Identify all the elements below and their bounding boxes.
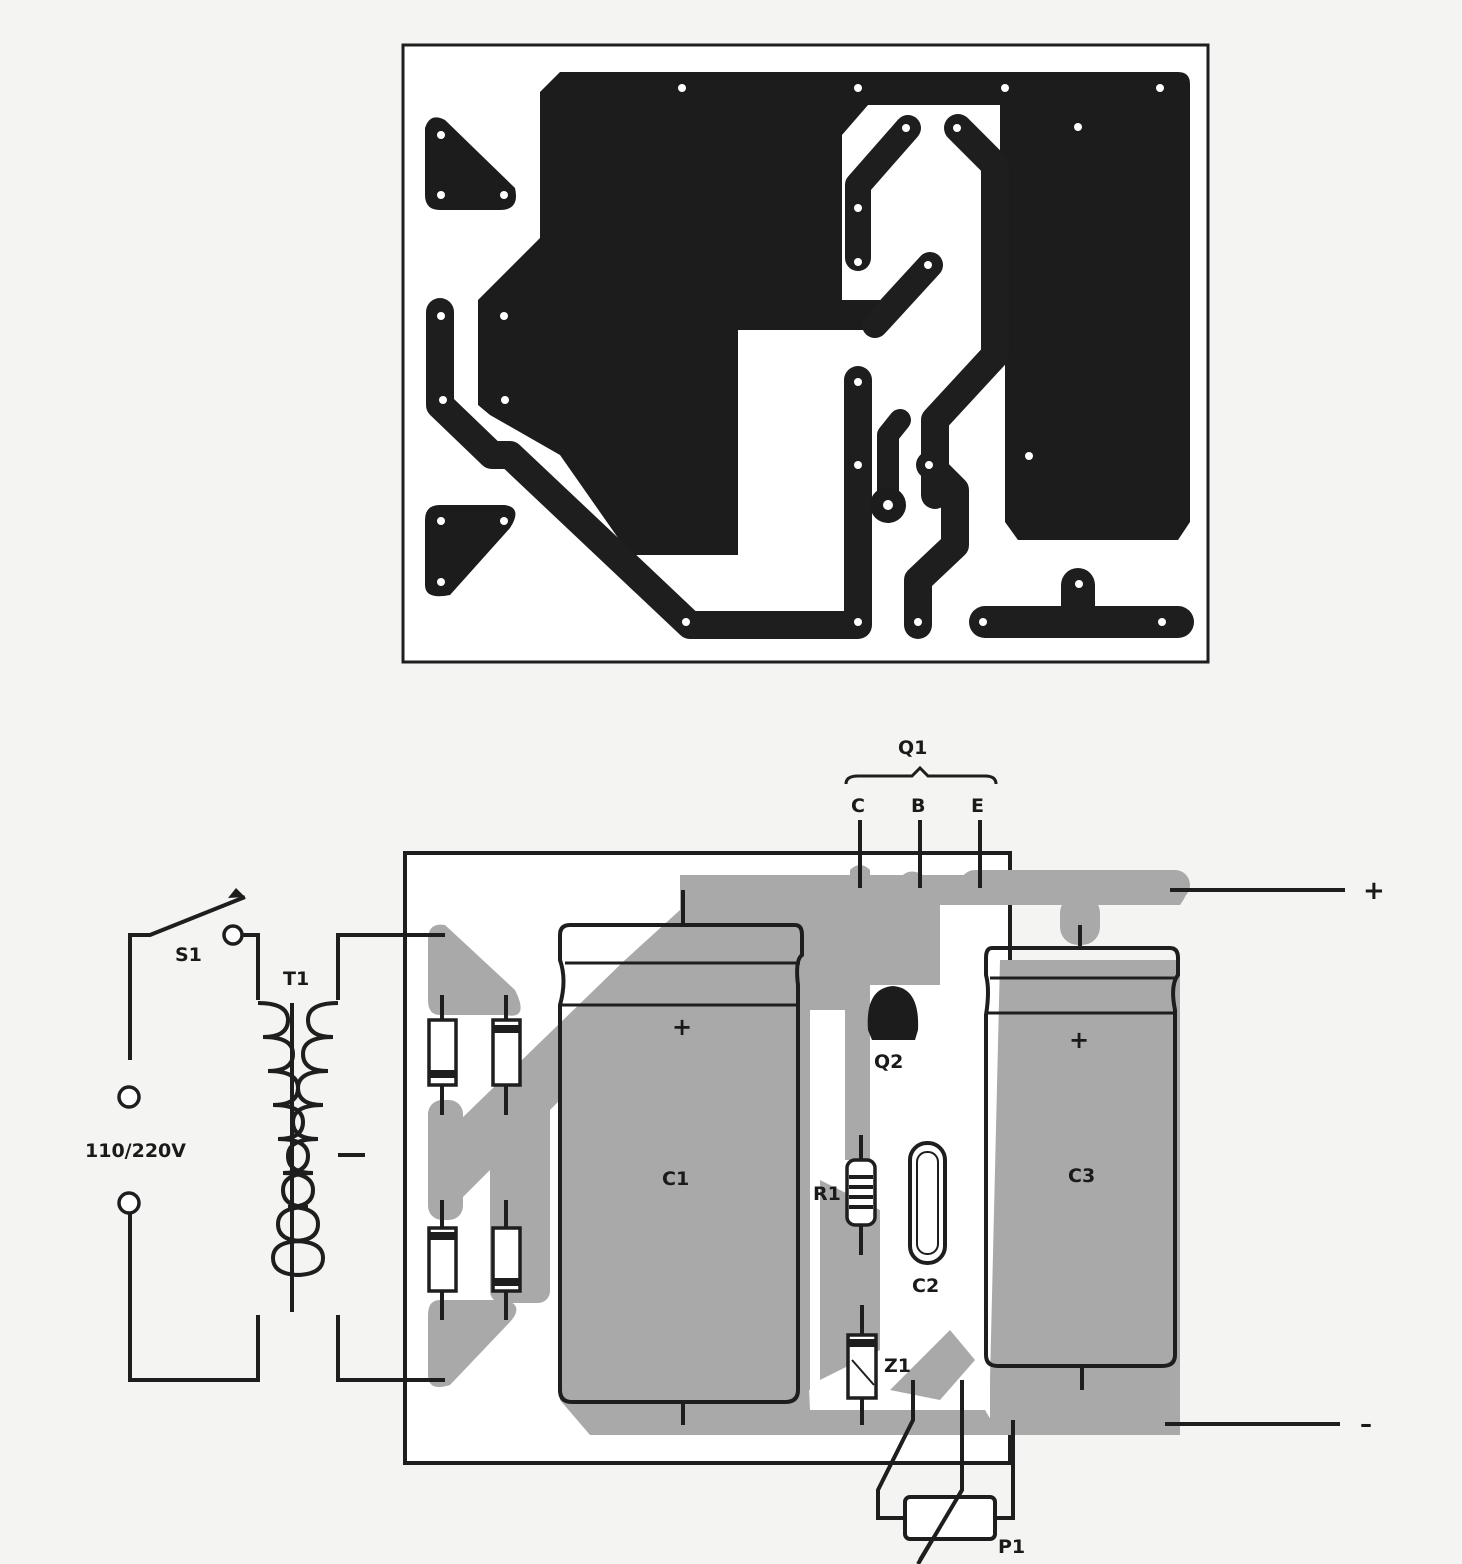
label-output-positive: +	[1363, 876, 1385, 906]
capacitor-c3-icon	[984, 925, 1180, 1390]
transformer-secondary-coil-icon	[270, 1001, 339, 1277]
mains-terminal-bottom	[117, 1191, 141, 1215]
copper-shadow	[428, 865, 1190, 1435]
label-mains-voltage: 110/220V	[85, 1140, 186, 1162]
label-r1: R1	[813, 1183, 841, 1205]
label-z1: Z1	[884, 1355, 911, 1377]
transistor-q2-icon	[867, 986, 919, 1040]
switch-terminal	[222, 924, 244, 946]
potentiometer-p1-icon	[903, 1495, 997, 1541]
q1-leads	[844, 765, 998, 888]
switch-arrow-icon	[228, 888, 245, 898]
trace-c-shape	[845, 115, 921, 271]
diode-d3-icon	[427, 1226, 458, 1293]
trace-right-arc	[921, 114, 1009, 509]
label-s1: S1	[175, 944, 202, 966]
label-q1-base: B	[911, 795, 925, 817]
pcb-layout	[401, 43, 1210, 664]
label-q2: Q2	[874, 1051, 903, 1073]
diode-d2-icon	[491, 1018, 522, 1087]
capacitor-c1-icon	[558, 890, 804, 1425]
assembly-diagram: S1 T1 110/220V Q1 C B E Q2 C1 + C2 C3 + …	[85, 737, 1385, 1564]
label-c2: C2	[912, 1275, 939, 1297]
zener-z1-icon	[846, 1305, 878, 1425]
potentiometer-wiper-arrow-icon	[916, 1488, 964, 1564]
resistor-r1-icon	[845, 1135, 877, 1255]
mains-terminal-top	[117, 1085, 141, 1109]
pad-triangle-top	[425, 117, 516, 210]
trace-diag	[862, 252, 943, 338]
label-t1: T1	[283, 968, 309, 990]
diode-d4-icon	[491, 1226, 522, 1293]
label-c1: C1	[662, 1168, 689, 1190]
label-output-negative: –	[1360, 1410, 1372, 1438]
label-q1: Q1	[898, 737, 927, 759]
trace-q-emitter	[904, 451, 969, 639]
diode-d1-icon	[427, 1018, 458, 1087]
label-c3: C3	[1068, 1165, 1095, 1187]
pad-triangle-bottom	[425, 505, 516, 597]
rectifier-diodes	[427, 995, 522, 1320]
label-p1: P1	[998, 1536, 1025, 1558]
label-c3-plus: +	[1069, 1026, 1089, 1054]
drill-holes	[437, 84, 1166, 626]
label-q1-emitter: E	[971, 795, 984, 817]
label-c1-plus: +	[672, 1013, 692, 1041]
trace-q-base	[877, 409, 911, 516]
capacitor-c2-icon	[908, 1141, 947, 1265]
label-q1-collector: C	[851, 795, 865, 817]
copper-pour-main	[478, 72, 1000, 555]
copper-pour-right	[1000, 72, 1190, 540]
transformer-primary-coil-icon	[257, 1001, 326, 1277]
